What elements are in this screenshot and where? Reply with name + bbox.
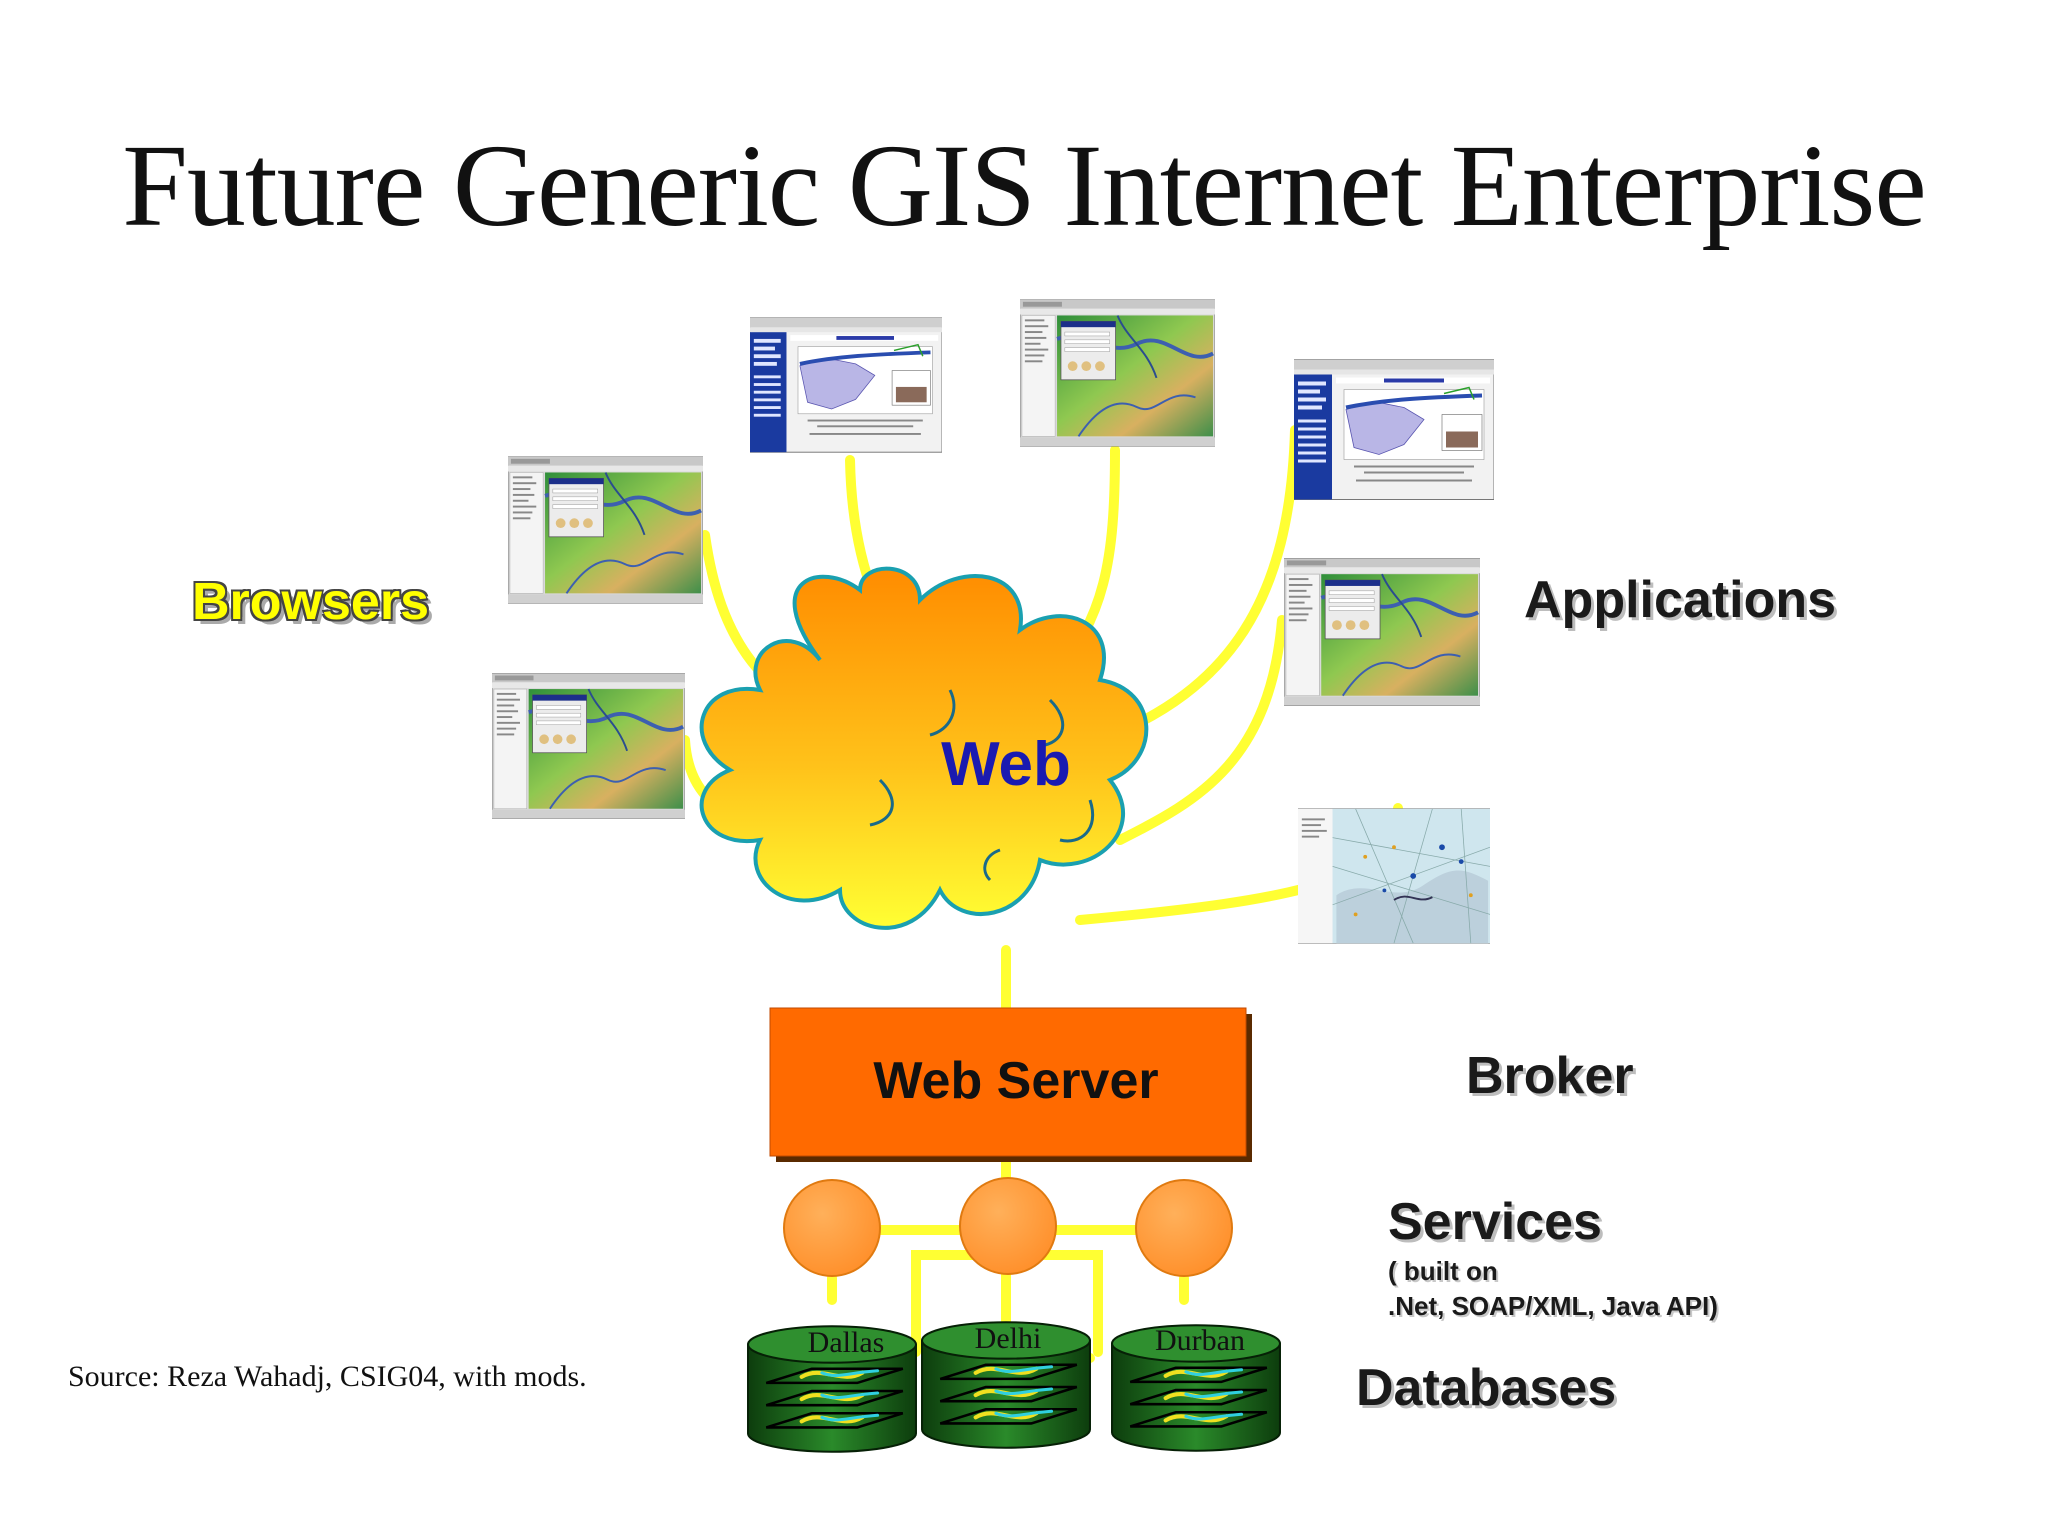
database-label-durban: Durban [1155,1324,1245,1357]
label-browsers: Browsers [192,573,429,631]
service-node-1 [783,1179,881,1277]
portal-screenshot-2 [1294,360,1494,500]
browser-screenshot-2 [492,672,685,820]
service-node-3 [1135,1179,1233,1277]
source-note: Source: Reza Wahadj, CSIG04, with mods. [68,1360,587,1393]
application-screenshot-1 [1020,298,1215,448]
web-server-box [769,1007,1252,1162]
portal-screenshot-1 [750,316,942,454]
label-databases: Databases [1356,1359,1617,1417]
browser-screenshot-1 [508,456,703,604]
label-services: Services [1388,1193,1602,1251]
services-note-line-1: ( built on [1388,1256,1498,1286]
web-cloud [699,566,1149,930]
service-node-2 [959,1177,1057,1275]
service-nodes [783,1177,1233,1277]
database-label-delhi: Delhi [975,1322,1042,1355]
network-map-screenshot [1298,807,1490,945]
label-applications: Applications [1524,571,1837,629]
database-label-dallas: Dallas [808,1326,885,1359]
web-cloud-label: Web [941,730,1071,799]
web-server-label: Web Server [873,1052,1158,1110]
label-broker: Broker [1466,1047,1634,1105]
services-note-line-2: .Net, SOAP/XML, Java API) [1388,1291,1718,1321]
application-screenshot-2 [1284,557,1480,707]
label-services-note: ( built on .Net, SOAP/XML, Java API) [1388,1254,1718,1324]
slide-title: Future Generic GIS Internet Enterprise [122,120,1926,251]
